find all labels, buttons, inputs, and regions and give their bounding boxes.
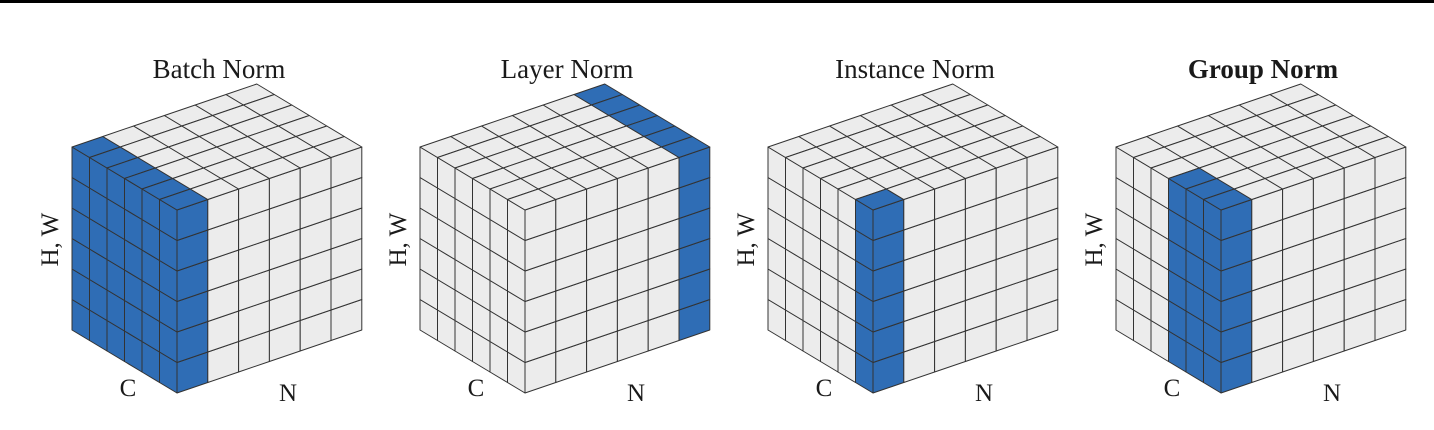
axis-label-n: N <box>1323 380 1341 407</box>
axis-label-c: C <box>816 375 833 402</box>
axis-label-hw: H, W <box>37 212 64 266</box>
axis-label-hw: H, W <box>1081 212 1108 266</box>
cube-group-norm <box>1115 83 1407 394</box>
top-border <box>0 0 1434 3</box>
axis-label-n: N <box>627 380 645 407</box>
axis-label-hw: H, W <box>385 212 412 266</box>
axis-label-n: N <box>975 380 993 407</box>
axis-label-hw: H, W <box>733 212 760 266</box>
grid-cell <box>1357 136 1407 158</box>
panel-layer-norm: Layer Norm H, W C N <box>385 54 711 407</box>
panel-title-instance-norm: Instance Norm <box>835 54 995 84</box>
axis-label-n: N <box>279 380 297 407</box>
axis-label-c: C <box>1164 375 1181 402</box>
panel-title-batch-norm: Batch Norm <box>153 54 286 84</box>
cube-batch-norm <box>71 83 363 394</box>
panel-batch-norm: Batch Norm H, W C N <box>37 54 363 407</box>
axis-label-c: C <box>120 375 137 402</box>
highlighted-cell <box>661 136 711 158</box>
panel-title-group-norm: Group Norm <box>1188 54 1339 84</box>
panel-instance-norm: Instance Norm H, W C N <box>733 54 1059 407</box>
axis-label-c: C <box>468 375 485 402</box>
grid-cell <box>313 136 363 158</box>
panel-title-layer-norm: Layer Norm <box>501 54 634 84</box>
cube-layer-norm <box>419 83 711 394</box>
panel-group-norm: Group Norm H, W C N <box>1081 54 1407 407</box>
grid-cell <box>1009 136 1059 158</box>
cube-instance-norm <box>767 83 1059 394</box>
